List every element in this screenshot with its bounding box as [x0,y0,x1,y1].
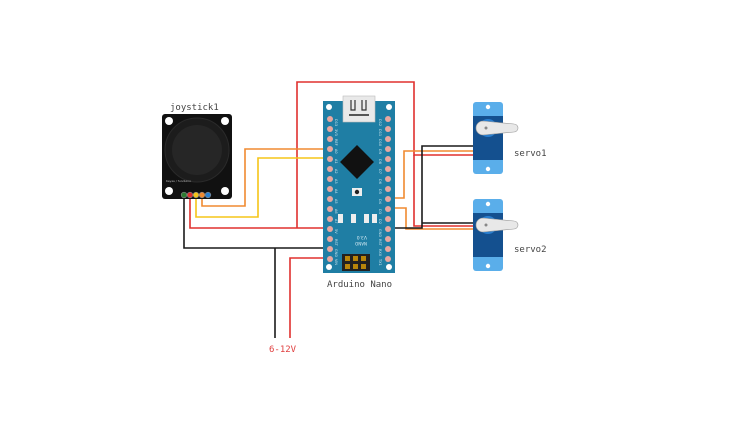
pin-label-d5: D5 [378,189,382,194]
pin-label-5v: 5V [334,229,338,234]
pin-a5[interactable] [327,196,333,202]
pin-label-d7: D7 [378,169,382,174]
pin-d13[interactable] [327,116,333,122]
pin-label-rx0: RX0 [378,249,382,256]
pin-label-d11: D11 [378,129,382,136]
board-text-version: V3.0 [357,234,367,240]
servo1-label: servo1 [514,149,547,159]
wire-orange-servo1 [390,150,478,199]
servo2-label: servo2 [514,245,547,255]
pin-label-ref: REF [334,139,338,146]
pin-label-d12: D12 [378,119,382,126]
wires [183,81,478,338]
wire-yellow-vrx [195,157,330,218]
pin-vin[interactable] [327,256,333,262]
wire-black-servo-gnd [390,145,478,229]
wire-red-joystick-5v [189,196,330,229]
pin-a4[interactable] [327,186,333,192]
pin-label-a0: A0 [334,149,338,154]
pin-d6[interactable] [385,176,391,182]
pin-5v[interactable] [327,226,333,232]
pin-ref[interactable] [327,136,333,142]
pin-rst[interactable] [327,236,333,242]
pin-d2[interactable] [385,216,391,222]
pin-label-d6: D6 [378,179,382,184]
pin-label-a1: A1 [334,159,338,164]
pin-d12[interactable] [385,116,391,122]
pin-d10[interactable] [385,136,391,142]
pin-label-d2: D2 [378,219,382,224]
wire-red-power-vin [289,257,330,338]
pin-label-vin: VIN [334,259,338,265]
pin-d7[interactable] [385,166,391,172]
pin-label-a5: A5 [334,199,338,204]
servo1-horn[interactable] [475,120,519,136]
board-text-nano: NANO [355,241,367,246]
pin-label-rst: RST [334,239,338,247]
wire-red-5v-servo2 [413,155,478,227]
icsp-header [342,254,370,271]
pin-label-a3: A3 [334,179,338,184]
wire-red-5v-loop [296,81,478,228]
pin-label-a7: A7 [334,219,338,224]
pin-a1[interactable] [327,156,333,162]
pin-d9[interactable] [385,146,391,152]
pin-d11[interactable] [385,126,391,132]
pin-d5[interactable] [385,186,391,192]
pin-d4[interactable] [385,196,391,202]
pin-tx1[interactable] [385,256,391,262]
pin-label-tx1: TX1 [378,258,382,266]
servo1[interactable]: servo1 [473,102,547,174]
pin-label-a2: A2 [334,169,338,174]
arduino-label: Arduino Nano [327,280,392,290]
pin-rst[interactable] [385,236,391,242]
pin-label-a4: A4 [334,189,338,194]
pin-a0[interactable] [327,146,333,152]
pin-label-d13: D13 [334,119,338,126]
pin-label-d4: D4 [378,199,382,205]
power-label: 6-12V [269,345,297,355]
pin-label-d3: D3 [378,209,382,214]
servo2-horn[interactable] [475,217,519,233]
joystick-knob[interactable] [172,125,222,175]
pin-label-gnd: GND [378,229,382,237]
pin-a3[interactable] [327,176,333,182]
pin-3v3[interactable] [327,126,333,132]
pin-a6[interactable] [327,206,333,212]
pin-gnd[interactable] [327,246,333,252]
microcontroller-chip [340,145,374,179]
servo2[interactable]: servo2 [473,199,547,271]
pin-gnd[interactable] [385,226,391,232]
pin-d8[interactable] [385,156,391,162]
pin-a7[interactable] [327,216,333,222]
wire-orange-servo2 [390,207,478,230]
usb-port [342,95,376,123]
pin-rx0[interactable] [385,246,391,252]
joystick-brand: Keyes / funduino [166,179,191,183]
pin-label-a6: A6 [334,209,338,214]
pin-label-d10: D10 [378,139,382,146]
wire-orange-vry [201,148,330,207]
pin-d3[interactable] [385,206,391,212]
joystick-pins [180,191,212,199]
wire-black-joystick-gnd [183,196,330,249]
pin-label-gnd: GND [334,249,338,257]
joystick-module[interactable]: joystick1 Keyes / funduino [162,103,232,199]
pin-a2[interactable] [327,166,333,172]
pin-label-rst: RST [378,239,382,247]
pin-label-d9: D9 [378,149,382,154]
pin-label-d8: D8 [378,159,382,164]
joystick-label: joystick1 [170,103,219,113]
pin-label-3v3: 3V3 [334,129,338,136]
